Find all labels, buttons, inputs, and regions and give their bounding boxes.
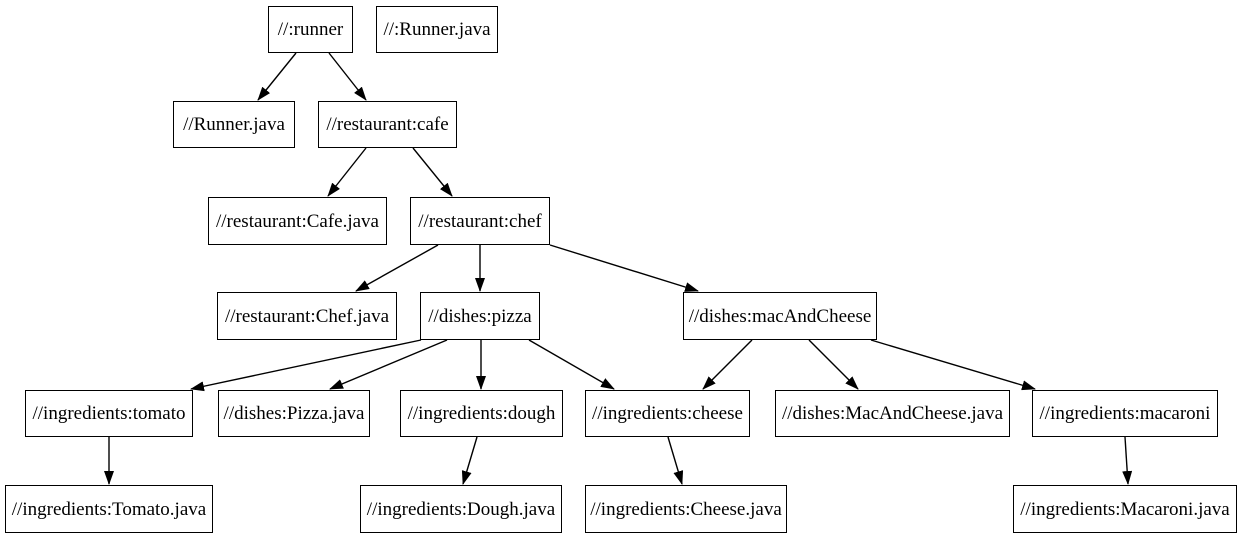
edge //restaurant:chef -> //dishes:macAndCheese (549, 244, 699, 292)
edge //restaurant:chef -> //restaurant:Chef.java (355, 244, 439, 292)
node-label: //ingredients:Macaroni.java (1020, 498, 1230, 520)
node-chef: //restaurant:chef (410, 197, 550, 245)
node-label: //Runner.java (183, 114, 285, 135)
node-chef-java: //restaurant:Chef.java (217, 292, 397, 340)
node-label: //ingredients:tomato (32, 403, 186, 424)
node-mac-and-cheese: //dishes:macAndCheese (683, 292, 877, 340)
node-mac-and-cheese-java: //dishes:MacAndCheese.java (775, 390, 1010, 437)
edge //restaurant:cafe -> //restaurant:Cafe.java (327, 147, 367, 197)
node-label: //dishes:macAndCheese (688, 305, 872, 327)
node-label: //dishes:MacAndCheese.java (781, 403, 1004, 424)
node-cafe: //restaurant:cafe (318, 101, 457, 148)
edge //:runner -> //restaurant:cafe (328, 52, 367, 101)
node-label: //:runner (277, 19, 344, 40)
edge //dishes:pizza -> //dishes:Pizza.java (329, 339, 448, 390)
edge //ingredients:dough -> //ingredients:Dough.java (461, 436, 478, 485)
edge //ingredients:cheese -> //ingredients:Cheese.java (667, 436, 684, 485)
node-label: //restaurant:chef (418, 210, 542, 232)
edge //dishes:pizza -> //ingredients:cheese (528, 339, 615, 390)
node-label: //ingredients:Tomato.java (11, 498, 207, 520)
node-cheese: //ingredients:cheese (585, 390, 750, 437)
node-label: //ingredients:Dough.java (366, 498, 556, 520)
node-label: //restaurant:Cafe.java (215, 210, 379, 232)
node-label: //restaurant:Chef.java (224, 305, 390, 327)
node-cheese-java: //ingredients:Cheese.java (585, 485, 787, 533)
node-root-runner-java: //:Runner.java (376, 6, 498, 53)
node-label: //ingredients:dough (407, 403, 556, 424)
edge //:runner -> //Runner.java (257, 52, 297, 101)
edge //restaurant:cafe -> //restaurant:chef (412, 147, 453, 197)
node-macaroni-java: //ingredients:Macaroni.java (1013, 485, 1237, 533)
node-label: //ingredients:macaroni (1039, 403, 1211, 424)
edge //dishes:macAndCheese -> //ingredients:cheese (702, 339, 753, 390)
node-dough-java: //ingredients:Dough.java (360, 485, 562, 533)
node-label: //ingredients:Cheese.java (590, 498, 782, 520)
node-label: //restaurant:cafe (326, 114, 449, 135)
edge //ingredients:macaroni -> //ingredients:Macaroni.java (1122, 436, 1133, 485)
node-macaroni: //ingredients:macaroni (1032, 390, 1218, 437)
node-label: //:Runner.java (383, 19, 491, 40)
node-runner: //:runner (268, 6, 353, 53)
edge //dishes:macAndCheese -> //ingredients:macaroni (870, 339, 1036, 391)
node-cafe-java: //restaurant:Cafe.java (208, 197, 387, 245)
node-label: //dishes:Pizza.java (223, 403, 365, 424)
edge //dishes:pizza -> //ingredients:tomato (190, 339, 422, 392)
node-runner-java: //Runner.java (173, 101, 295, 148)
node-label: //ingredients:cheese (592, 403, 743, 424)
node-tomato: //ingredients:tomato (25, 390, 193, 437)
edge //dishes:macAndCheese -> //dishes:MacAndCheese.java (808, 339, 859, 390)
node-dough: //ingredients:dough (400, 390, 563, 437)
node-pizza: //dishes:pizza (420, 292, 540, 340)
node-tomato-java: //ingredients:Tomato.java (5, 485, 213, 533)
node-label: //dishes:pizza (428, 305, 532, 327)
node-pizza-java: //dishes:Pizza.java (218, 390, 370, 437)
